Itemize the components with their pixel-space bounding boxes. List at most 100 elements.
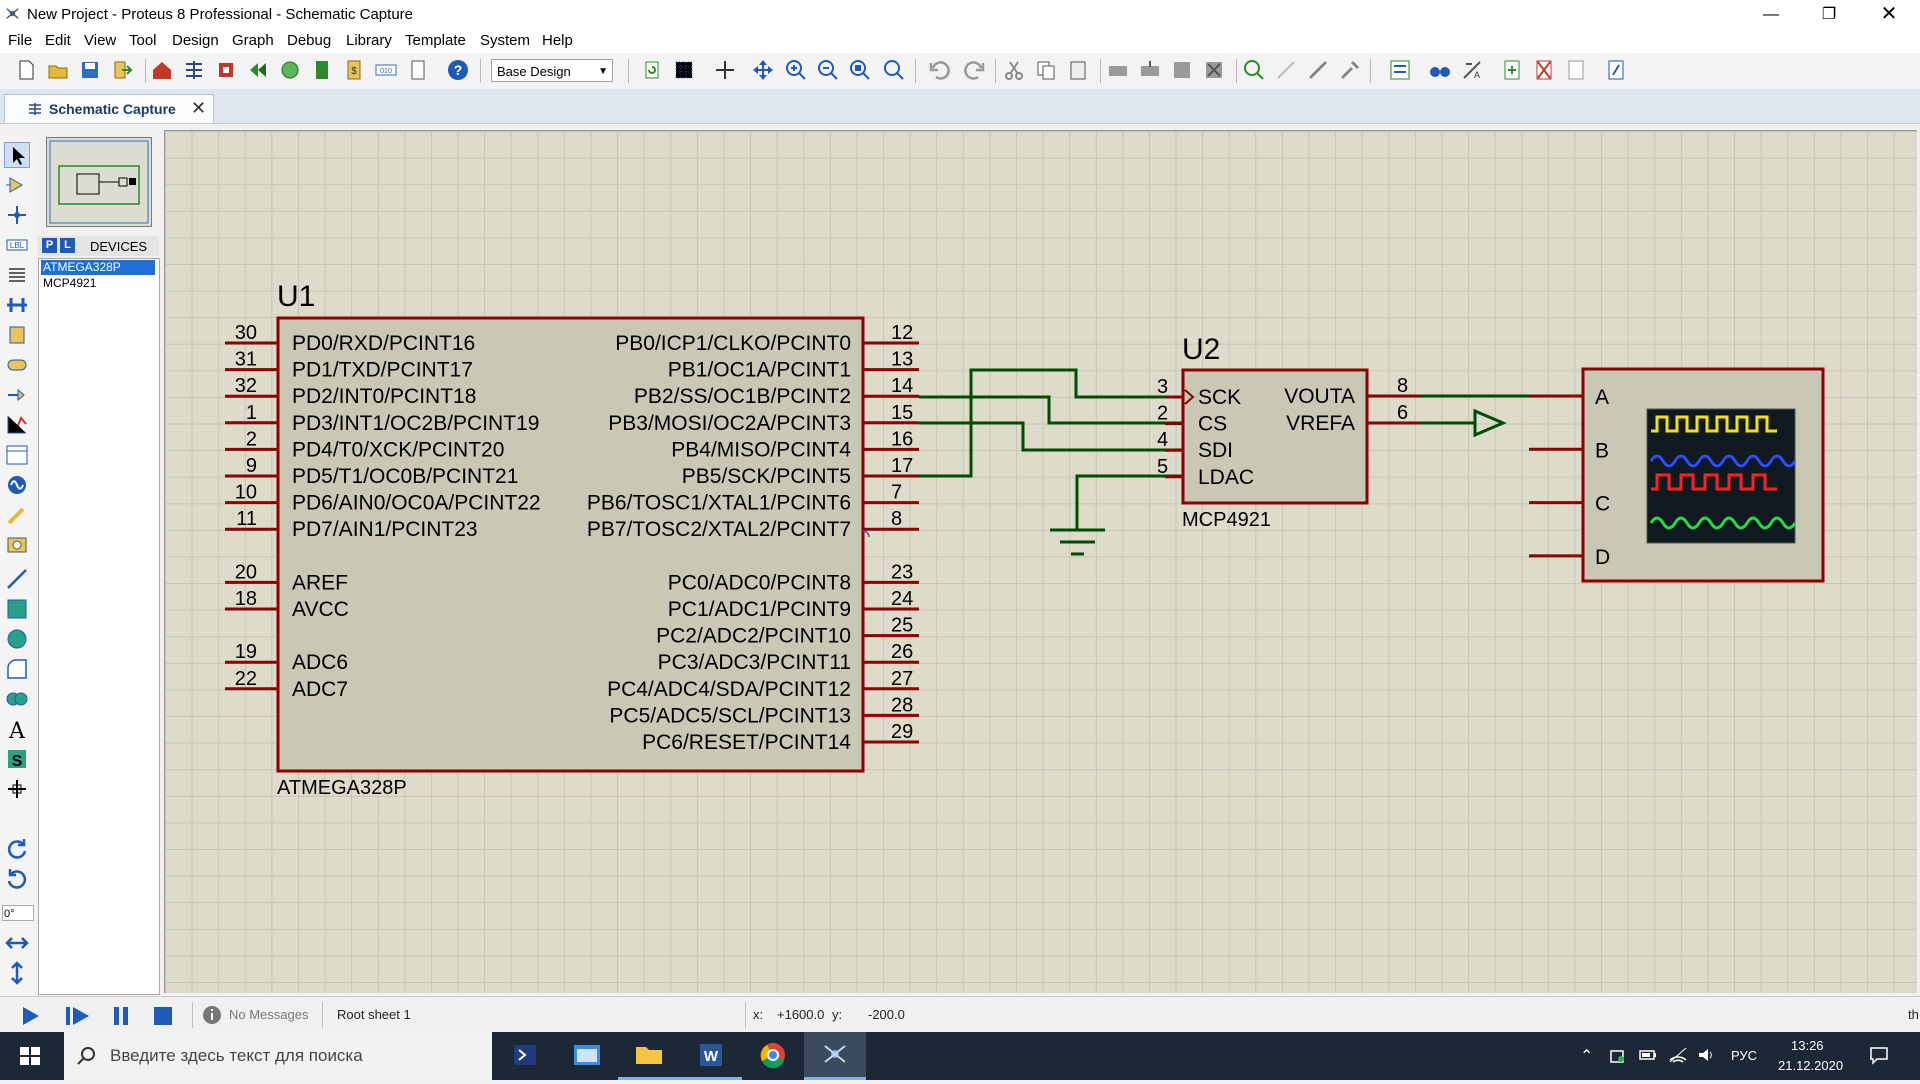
wire-sck[interactable] bbox=[919, 368, 1185, 478]
device-item-atmega328p[interactable]: ATMEGA328P bbox=[41, 260, 155, 275]
tray-time[interactable]: 13:26 bbox=[1791, 1038, 1824, 1053]
tray-chevron-up-icon[interactable]: ⌃ bbox=[1580, 1048, 1594, 1065]
windows-start-icon[interactable] bbox=[0, 1032, 60, 1080]
text-script-icon[interactable] bbox=[4, 262, 30, 288]
menu-debug[interactable]: Debug bbox=[287, 32, 332, 49]
wire-ldac-ground[interactable] bbox=[1075, 474, 1185, 529]
make-device-icon[interactable] bbox=[1274, 58, 1298, 82]
ground-symbol[interactable] bbox=[1050, 528, 1105, 556]
subcircuit-icon[interactable] bbox=[4, 322, 30, 348]
rotate-ccw-icon[interactable] bbox=[4, 866, 30, 892]
code-icon[interactable]: 010 bbox=[374, 58, 398, 82]
cut-icon[interactable] bbox=[1002, 58, 1026, 82]
pan-icon[interactable] bbox=[751, 58, 775, 82]
design-explorer-icon[interactable] bbox=[1604, 58, 1628, 82]
refresh-icon[interactable] bbox=[640, 58, 664, 82]
symbol-icon[interactable]: S bbox=[4, 746, 30, 772]
search-tag-icon[interactable] bbox=[1428, 58, 1452, 82]
box-draw-icon[interactable] bbox=[4, 596, 30, 622]
zoom-all-icon[interactable] bbox=[848, 58, 872, 82]
bom-icon[interactable] bbox=[310, 58, 334, 82]
close-tab-icon[interactable]: ✕ bbox=[191, 98, 207, 118]
taskbar-explorer-window-icon[interactable] bbox=[556, 1032, 618, 1080]
block-move-icon[interactable] bbox=[1138, 58, 1162, 82]
notification-center-icon[interactable] bbox=[1868, 1044, 1890, 1069]
remove-sheet-icon[interactable] bbox=[1532, 58, 1556, 82]
wire-autorouter-icon[interactable] bbox=[1388, 58, 1412, 82]
menu-template[interactable]: Template bbox=[405, 32, 466, 49]
taskbar-word-icon[interactable]: W bbox=[680, 1032, 742, 1080]
save-icon[interactable] bbox=[78, 58, 102, 82]
wire-cs[interactable] bbox=[919, 395, 1185, 425]
package-tool-icon[interactable] bbox=[1306, 58, 1330, 82]
3d-viewer-icon[interactable] bbox=[278, 58, 302, 82]
terminal-icon[interactable] bbox=[4, 352, 30, 378]
new-sheet-icon[interactable] bbox=[1500, 58, 1524, 82]
zoom-out-icon[interactable] bbox=[816, 58, 840, 82]
notes-icon[interactable] bbox=[406, 58, 430, 82]
library-manager-button[interactable]: L bbox=[60, 238, 75, 253]
block-rotate-icon[interactable] bbox=[1170, 58, 1194, 82]
device-item-mcp4921[interactable]: MCP4921 bbox=[43, 276, 97, 290]
recorder-icon[interactable] bbox=[4, 442, 30, 468]
play-icon[interactable] bbox=[20, 1005, 42, 1027]
menu-file[interactable]: File bbox=[8, 32, 33, 49]
menu-view[interactable]: View bbox=[84, 32, 117, 49]
open-folder-icon[interactable] bbox=[46, 58, 70, 82]
minimize-button[interactable]: — bbox=[1763, 6, 1779, 23]
design-variant-select[interactable]: Base Design▼ bbox=[491, 59, 613, 82]
taskbar-proteus-icon[interactable] bbox=[804, 1032, 866, 1080]
taskbar-search-box[interactable]: Введите здесь текст для поиска bbox=[64, 1032, 492, 1080]
probe-icon[interactable] bbox=[4, 502, 30, 528]
menu-system[interactable]: System bbox=[480, 32, 531, 49]
messages-status[interactable]: No Messages bbox=[229, 1007, 309, 1022]
wire-label-icon[interactable]: LBL bbox=[4, 232, 30, 258]
overview-window[interactable] bbox=[46, 137, 152, 227]
menu-design[interactable]: Design bbox=[172, 32, 219, 49]
home-icon[interactable] bbox=[150, 58, 174, 82]
new-file-icon[interactable] bbox=[14, 58, 38, 82]
generator-icon[interactable] bbox=[4, 472, 30, 498]
arc-draw-icon[interactable] bbox=[4, 656, 30, 682]
graph-icon[interactable] bbox=[4, 412, 30, 438]
mirror-horizontal-icon[interactable] bbox=[4, 930, 30, 956]
pick-devices-button[interactable]: P bbox=[42, 238, 57, 253]
selection-mode-icon[interactable] bbox=[4, 142, 30, 168]
block-copy-icon[interactable] bbox=[1106, 58, 1130, 82]
menu-help[interactable]: Help bbox=[542, 32, 573, 49]
device-pin-icon[interactable] bbox=[4, 382, 30, 408]
decompose-icon[interactable] bbox=[1338, 58, 1362, 82]
bus-icon[interactable] bbox=[4, 292, 30, 318]
junction-dot-icon[interactable] bbox=[4, 202, 30, 228]
circle-draw-icon[interactable] bbox=[4, 626, 30, 652]
pick-device-icon[interactable] bbox=[1242, 58, 1266, 82]
taskbar-powershell-icon[interactable] bbox=[494, 1032, 556, 1080]
virtual-instrument-icon[interactable] bbox=[4, 532, 30, 558]
line-draw-icon[interactable] bbox=[4, 566, 30, 592]
help-icon[interactable]: ? bbox=[446, 58, 470, 82]
tray-security-icon[interactable] bbox=[1608, 1046, 1626, 1067]
path-draw-icon[interactable] bbox=[4, 686, 30, 712]
origin-icon[interactable] bbox=[713, 58, 737, 82]
pause-icon[interactable] bbox=[110, 1005, 132, 1027]
taskbar-file-explorer-icon[interactable] bbox=[618, 1032, 680, 1080]
tab-schematic-capture[interactable]: Schematic Capture ✕ bbox=[4, 94, 214, 123]
stop-icon[interactable] bbox=[152, 1005, 174, 1027]
grid-toggle-icon[interactable] bbox=[672, 58, 696, 82]
close-window-button[interactable]: ✕ bbox=[1880, 3, 1898, 25]
zoom-area-icon[interactable] bbox=[882, 58, 906, 82]
u1-atmega328p[interactable] bbox=[276, 316, 865, 773]
vrefa-terminal-arrow[interactable] bbox=[1473, 408, 1507, 438]
taskbar-chrome-icon[interactable] bbox=[742, 1032, 804, 1080]
menu-graph[interactable]: Graph bbox=[232, 32, 274, 49]
text-draw-icon[interactable]: A bbox=[4, 716, 30, 744]
rotate-cw-icon[interactable] bbox=[4, 836, 30, 862]
tray-volume-icon[interactable] bbox=[1696, 1046, 1716, 1067]
rotation-angle-field[interactable]: 0° bbox=[2, 905, 34, 921]
component-mode-icon[interactable] bbox=[4, 172, 30, 198]
tray-date[interactable]: 21.12.2020 bbox=[1778, 1058, 1844, 1073]
tray-battery-icon[interactable] bbox=[1638, 1046, 1658, 1067]
copy-icon[interactable] bbox=[1034, 58, 1058, 82]
property-assign-icon[interactable]: A bbox=[1460, 58, 1484, 82]
